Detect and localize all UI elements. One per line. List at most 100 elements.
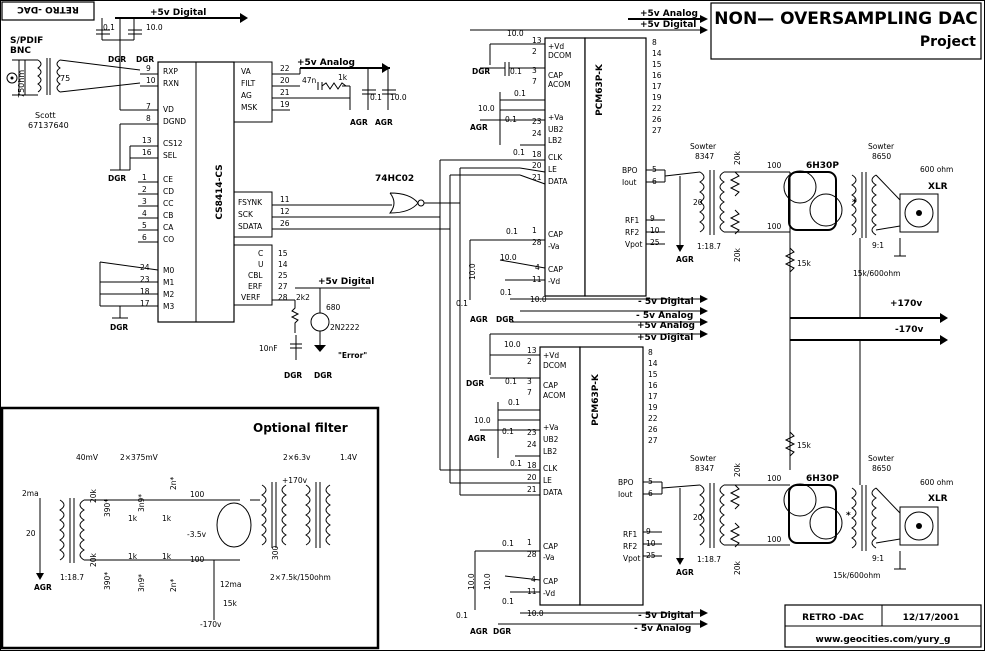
dac-top-decoupling: +5v Analog +5v Digital 10.0 0.1 0.1 10.0… [470,9,708,157]
rx-transistor: 2N2222 [330,323,360,332]
rx-pin-sel: SEL [163,151,177,160]
out2-r100-b: 100 [767,535,782,544]
rx-num-14: 14 [278,260,288,269]
dgr-receiver: DGR [108,174,126,183]
rx-error-label: "Error" [338,351,367,360]
dac1-num-21: 21 [532,173,542,182]
dac2-num-18: 18 [527,461,537,470]
dac1-num-7: 7 [532,77,537,86]
rail-label-p5-digital-top1: +5v Digital [640,20,696,30]
rx-num-24: 24 [140,263,150,272]
rail-label-m5-digital-2: - 5v Digital [638,611,694,621]
dac1-nc-14: 14 [652,49,662,58]
dac1-pin-iout: Iout [622,178,637,187]
out2-xfmr2-part: 8650 [872,464,891,473]
rx-pin-co: CO [163,235,174,244]
dac1-num-23: 23 [532,117,542,126]
filter-r300: 300 [271,545,280,560]
dac1-pin-bpo: BPO [622,166,638,175]
receiver-pin-numbers: 9 10 7 8 13 16 1 2 3 4 5 6 24 23 18 17 2… [140,64,290,308]
rail-label-p5-digital-mid: +5v Digital [637,333,693,343]
dac2-pin-iout: Iout [618,490,633,499]
dac2-pin-bpo: BPO [618,478,634,487]
out2-r100-a: 100 [767,474,782,483]
hv-rails: +170v -170v [789,238,948,470]
dac1-nc-8: 8 [652,38,657,47]
out1-r20k-b: 20k [733,247,742,262]
filter-v375: 2×375mV [120,453,159,462]
filter-c2n-b: 2n* [169,578,178,592]
rx-pin-ag: AG [241,91,252,100]
out2-r15k: 15k [797,441,812,450]
dac2-nc-16: 16 [648,381,658,390]
dac1-cap-2: 0.1 [514,89,526,98]
corner-tag: RETRO -DAC [1,1,95,21]
dac-top: PCM63P-K +Vd DCOM CAP ACOM +Va UB2 LB2 C… [519,36,666,297]
footer-box: RETRO -DAC 12/17/2001 www.geocities.com/… [784,604,982,648]
title-line1: NON— OVERSAMPLING DAC [714,9,977,29]
dac2-pin-negvd: -Vd [543,589,555,598]
dac2-pin-le: LE [543,476,552,485]
filter-v63: 2×6.3v [283,453,311,462]
rx-pin-u: U [258,260,264,269]
rx-cap-01: 0.1 [103,23,115,32]
rx-pin-va: VA [241,67,252,76]
dac1-pin-vpot: Vpot [625,240,642,249]
agr-dac1: AGR [470,123,488,132]
rx-pin-vd: VD [163,105,174,114]
out1-ratio2: 9:1 [872,241,884,250]
rx-num-2: 2 [142,185,147,194]
out2-r20k-a: 20k [733,462,742,477]
rx-pin-dgnd: DGND [163,117,186,126]
spdif-input: S/PDIF BNC 750hm 75 Scott 67137640 [6,36,141,130]
out1-star: * [852,198,857,208]
dac2-pin-va: +Va [543,423,558,432]
dac1-pin-lb2: LB2 [548,136,562,145]
dac2-pin-dcom: DCOM [543,361,566,370]
dac-top-part: PCM63P-K [595,63,605,116]
filter-r100-a: 100 [190,490,205,499]
rail-label-m5-analog-2: - 5v Analog [634,624,691,634]
dac2-pin-lb2: LB2 [543,447,557,456]
out1-r100-b: 100 [767,222,782,231]
out2-r20: 20 [693,513,703,522]
rx-pin-sdata: SDATA [238,222,263,231]
dac2-cap-10: 0.1 [502,597,514,606]
dac2-cap-1: 0.1 [505,377,517,386]
rx-pin-cb: CB [163,211,173,220]
dac2-num-2: 2 [527,357,532,366]
rx-res-1k: 1k [338,73,348,82]
dac1-cap-0: 10.0 [507,29,524,38]
dac2-num-21: 21 [527,485,537,494]
out2-xfmr1-part: 8347 [695,464,714,473]
dac2-pin-rf1: RF1 [623,530,638,539]
rx-num-10: 10 [146,76,156,85]
rx-pin-1: RXN [163,79,179,88]
filter-ratio: 1:18.7 [60,573,84,582]
rx-pin-erf: ERF [248,282,262,291]
out1-imp: 15k/600ohm [853,269,900,278]
agr-out2: AGR [676,568,694,577]
dac1-cap-10: 0.1 [500,288,512,297]
dac2-cap-6: 0.1 [502,539,514,548]
dac2-cap-0: 10.0 [504,340,521,349]
rx-num-12: 12 [280,207,290,216]
agr-out1: AGR [676,255,694,264]
rx-cap-47n: 47n [302,76,317,85]
dac1-num-13: 13 [532,36,542,45]
filter-r15k: 15k [223,599,238,608]
dac2-num-3: 3 [527,377,532,386]
dac1-pin-negva: -Va [548,242,559,251]
rx-num-15: 15 [278,249,288,258]
dac2-cap-8: 0.1 [456,611,468,620]
dac1-num-9: 9 [650,214,655,223]
rx-pin-ca: CA [163,223,174,232]
dac1-cap-7: 10.0 [468,263,477,280]
filter-r1k-b: 1k [162,514,172,523]
dac1-num-24: 24 [532,129,542,138]
dac2-nc-27: 27 [648,436,658,445]
dac1-num-10: 10 [650,226,660,235]
dac1-nc-15: 15 [652,60,662,69]
dac1-num-1: 1 [532,226,537,235]
